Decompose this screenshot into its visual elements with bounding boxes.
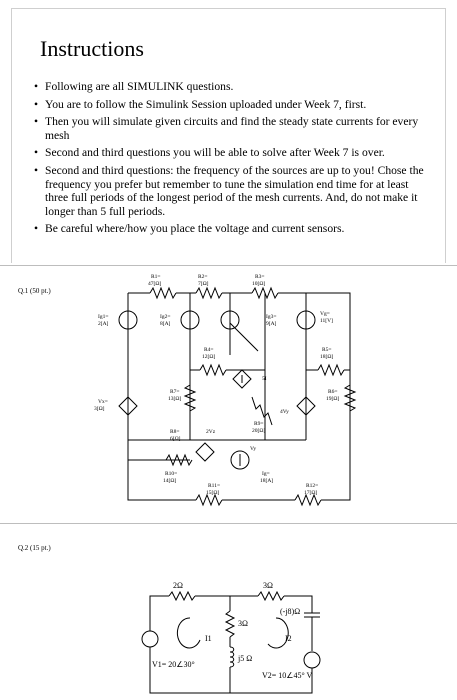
instruction-item: Following are all SIMULINK questions. xyxy=(28,80,433,94)
dep-vy: Vy xyxy=(250,446,256,452)
v2-label: V2= 10∠45° V xyxy=(262,671,313,680)
ig1-label: Ig1= xyxy=(98,314,108,320)
mesh-2-label: I2 xyxy=(285,634,292,643)
r8-value: 6[Ω] xyxy=(170,436,181,442)
r9-value: 20[Ω] xyxy=(252,428,265,434)
r4-value: 12[Ω] xyxy=(202,354,215,360)
mesh-1-label: I1 xyxy=(205,634,212,643)
dep-5i: 5I xyxy=(262,376,267,382)
r10-value: 14[Ω] xyxy=(163,478,176,484)
right-border xyxy=(445,8,446,263)
r6-label: R6= xyxy=(328,389,338,395)
r7-label: R7= xyxy=(170,389,180,395)
page-title: Instructions xyxy=(40,36,144,61)
r11-value: 15[Ω] xyxy=(206,490,219,496)
instruction-item: Second and third questions you will be a… xyxy=(28,146,433,160)
vx-label: Vx= xyxy=(98,399,108,405)
r9-label: R9= xyxy=(254,421,264,427)
instruction-item: Then you will simulate given circuits an… xyxy=(28,115,433,142)
r5-label: R5= xyxy=(322,347,332,353)
ig4-label: Ig= xyxy=(262,471,270,477)
r3-value: 10[Ω] xyxy=(252,281,265,287)
question-1-circuit: R1= 47[Ω] R2= 7[Ω] R3= 10[Ω] R4= 12[Ω] R… xyxy=(94,274,357,507)
r4-label: R4= xyxy=(204,347,214,353)
instruction-list: Following are all SIMULINK questions. Yo… xyxy=(28,80,433,240)
r11-label: R11= xyxy=(208,483,220,489)
r5-value: 18[Ω] xyxy=(320,354,333,360)
l-mid-label: j5 Ω xyxy=(237,654,252,663)
section-divider xyxy=(0,523,457,524)
instruction-item: Second and third questions: the frequenc… xyxy=(28,164,433,218)
left-border xyxy=(11,8,12,263)
instruction-item: Be careful where/how you place the volta… xyxy=(28,222,433,236)
dep-2vz: 2Vz xyxy=(206,429,216,435)
r7-value: 13[Ω] xyxy=(168,396,181,402)
r1-value: 47[Ω] xyxy=(148,281,161,287)
r-right-label: 3Ω xyxy=(263,581,273,590)
r12-label: R12= xyxy=(306,483,318,489)
r8-label: R8= xyxy=(170,429,180,435)
r-left-label: 2Ω xyxy=(173,581,183,590)
ig2-label: Ig2= xyxy=(160,314,170,320)
question-2-circuit: 2Ω 3Ω 3Ω j5 Ω (-j8)Ω I1 I2 V1= 20∠30° V2… xyxy=(141,581,321,694)
ig1-value: 2[A] xyxy=(98,321,109,327)
r6-value: 19[Ω] xyxy=(326,396,339,402)
ig4-value: 18[A] xyxy=(260,478,273,484)
instruction-item: You are to follow the Simulink Session u… xyxy=(28,98,433,112)
vg-label: Vg= xyxy=(320,311,330,317)
question-1-label: Q.1 (50 pt.) xyxy=(18,287,51,295)
r10-label: R10= xyxy=(165,471,177,477)
section-divider xyxy=(0,265,457,266)
question-2-label: Q.2 (15 pt.) xyxy=(18,544,51,552)
top-border xyxy=(12,8,445,9)
r2-label: R2= xyxy=(198,274,208,280)
r3-label: R3= xyxy=(255,274,265,280)
vg-value: 11[V] xyxy=(320,318,333,324)
ig2-value: 8[A] xyxy=(160,321,171,327)
r-mid-label: 3Ω xyxy=(238,619,248,628)
v1-label: V1= 20∠30° xyxy=(152,660,195,669)
r12-value: 17[Ω] xyxy=(304,490,317,496)
ig3-value: 9[A] xyxy=(266,321,277,327)
r2-value: 7[Ω] xyxy=(198,281,209,287)
vx-value: 3[Ω] xyxy=(94,406,105,412)
cap-label: (-j8)Ω xyxy=(280,607,300,616)
dep-4vy: 4Vy xyxy=(280,409,289,415)
r1-label: R1= xyxy=(151,274,161,280)
ig3-label: Ig3= xyxy=(266,314,276,320)
